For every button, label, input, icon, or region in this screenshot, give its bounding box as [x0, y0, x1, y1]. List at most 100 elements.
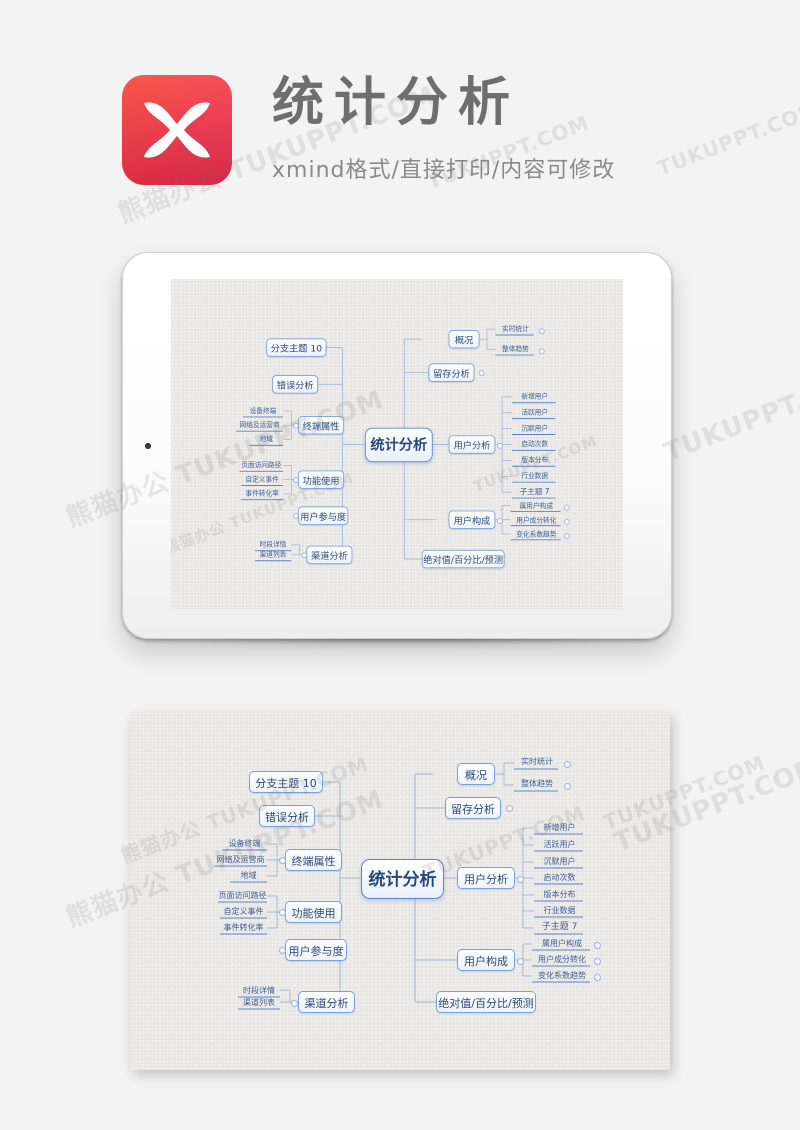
leaf-network-carrier[interactable]: 网络及运营商 [239, 421, 280, 429]
collapse-dot-icon[interactable] [497, 518, 503, 524]
leaf-variation-coefficient-trend[interactable]: 变化系数趋势 [538, 971, 586, 980]
leaf-custom-event[interactable]: 自定义事件 [223, 907, 264, 916]
leaf-overall-trend[interactable]: 整体趋势 [521, 779, 553, 788]
paper-sheet: 统计分析 概况 留存分析 用户分析 用户构成 绝对值/百分比/预测 实时统计 整… [117, 712, 769, 1070]
node-user-composition[interactable]: 用户构成 [448, 510, 496, 529]
leaf-new-users[interactable]: 新增用户 [521, 392, 549, 401]
node-overview[interactable]: 概况 [448, 329, 480, 349]
leaf-industry-data[interactable]: 行业数据 [521, 472, 549, 480]
node-user-analysis[interactable]: 用户分析 [457, 867, 515, 889]
node-retention[interactable]: 留存分析 [445, 797, 501, 819]
node-user-composition[interactable]: 用户构成 [457, 949, 515, 971]
leaf-user-component-conversion[interactable]: 用户成分转化 [538, 955, 586, 964]
paper-mockup: 统计分析 概况 留存分析 用户分析 用户构成 绝对值/百分比/预测 实时统计 整… [117, 712, 769, 1082]
collapse-dot-icon[interactable] [279, 947, 286, 954]
collapse-dot-icon[interactable] [293, 422, 299, 429]
leaf-channel-list[interactable]: 渠道列表 [243, 998, 275, 1007]
node-error-analysis[interactable]: 错误分析 [272, 375, 319, 394]
leaf-version-distribution[interactable]: 版本分布 [543, 890, 576, 899]
node-user-engagement[interactable]: 用户参与度 [298, 506, 349, 525]
collapse-dot-icon[interactable] [564, 783, 571, 790]
leaf-subtopic-7[interactable]: 子主题 7 [541, 922, 578, 932]
collapse-dot-icon[interactable] [293, 513, 299, 519]
collapse-dot-icon[interactable] [517, 958, 524, 965]
leaf-variation-coefficient-trend[interactable]: 变化系数趋势 [516, 530, 557, 539]
node-user-analysis[interactable]: 用户分析 [448, 435, 496, 454]
leaf-device-terminal[interactable]: 设备终端 [228, 839, 261, 848]
mindmap-root-node[interactable]: 统计分析 [361, 859, 444, 899]
collapse-dot-icon[interactable] [301, 552, 308, 559]
leaf-silent-users[interactable]: 沉默用户 [521, 424, 549, 432]
leaf-event-conversion-rate[interactable]: 事件转化率 [245, 489, 279, 498]
collapse-dot-icon[interactable] [291, 1000, 298, 1007]
mindmap-paper: 统计分析 概况 留存分析 用户分析 用户构成 绝对值/百分比/预测 实时统计 整… [130, 712, 670, 1070]
leaf-new-users[interactable]: 新增用户 [543, 823, 576, 832]
tablet-screen: 统计分析 概况 留存分析 用户分析 用户构成 绝对值/百分比/预测 实时统计 整… [171, 279, 623, 609]
node-channel-analysis[interactable]: 渠道分析 [298, 991, 355, 1013]
collapse-dot-icon[interactable] [563, 533, 570, 539]
collapse-dot-icon[interactable] [497, 442, 503, 449]
collapse-dot-icon[interactable] [594, 942, 601, 949]
page-subtitle: xmind格式/直接打印/内容可修改 [272, 158, 616, 183]
leaf-page-visit-path[interactable]: 页面访问路径 [241, 461, 282, 469]
node-channel-analysis[interactable]: 渠道分析 [306, 545, 353, 565]
node-feature-usage[interactable]: 功能使用 [285, 901, 342, 923]
node-branch-topic-10[interactable]: 分支主题 10 [249, 771, 323, 793]
leaf-region[interactable]: 地域 [259, 435, 273, 443]
node-error-analysis[interactable]: 错误分析 [259, 805, 315, 827]
mindmap-connectors [214, 762, 590, 1010]
collapse-dot-icon[interactable] [563, 504, 570, 511]
mindmap-tablet: 统计分析 概况 留存分析 用户分析 用户构成 绝对值/百分比/预测 实时统计 整… [171, 279, 622, 609]
leaf-time-period-detail[interactable]: 时段详情 [259, 540, 287, 549]
leaf-launch-count[interactable]: 启动次数 [521, 440, 549, 448]
poster-header: 统计分析 xmind格式/直接打印/内容可修改 [0, 55, 800, 205]
node-absolute-percent-forecast[interactable]: 绝对值/百分比/预测 [436, 991, 536, 1013]
node-absolute-percent-forecast[interactable]: 绝对值/百分比/预测 [421, 549, 505, 569]
leaf-page-visit-path[interactable]: 页面访问路径 [218, 891, 267, 900]
collapse-dot-icon[interactable] [563, 518, 570, 525]
collapse-dot-icon[interactable] [279, 857, 286, 864]
leaf-channel-list[interactable]: 渠道列表 [259, 550, 287, 559]
node-retention[interactable]: 留存分析 [428, 363, 475, 382]
leaf-belonging-user-composition[interactable]: 属用户构成 [519, 502, 554, 510]
node-feature-usage[interactable]: 功能使用 [298, 470, 345, 489]
leaf-overall-trend[interactable]: 整体趋势 [502, 345, 529, 353]
leaf-active-users[interactable]: 活跃用户 [521, 408, 549, 417]
leaf-device-terminal[interactable]: 设备终端 [249, 406, 277, 415]
leaf-custom-event[interactable]: 自定义事件 [245, 475, 279, 483]
leaf-user-component-conversion[interactable]: 用户成分转化 [516, 516, 557, 524]
leaf-event-conversion-rate[interactable]: 事件转化率 [223, 923, 264, 932]
collapse-dot-icon[interactable] [538, 328, 545, 335]
collapse-dot-icon[interactable] [594, 974, 601, 981]
node-overview[interactable]: 概况 [457, 763, 495, 785]
collapse-dot-icon[interactable] [517, 876, 524, 883]
leaf-time-period-detail[interactable]: 时段详情 [243, 986, 275, 995]
leaf-subtopic-7[interactable]: 子主题 7 [519, 488, 550, 497]
collapse-dot-icon[interactable] [594, 958, 601, 965]
collapse-dot-icon[interactable] [564, 761, 571, 768]
node-branch-topic-10[interactable]: 分支主题 10 [266, 338, 327, 357]
leaf-launch-count[interactable]: 启动次数 [543, 873, 576, 882]
collapse-dot-icon[interactable] [293, 477, 299, 483]
node-terminal-attributes[interactable]: 终端属性 [285, 849, 342, 871]
mindmap-root-node[interactable]: 统计分析 [364, 427, 433, 463]
leaf-region[interactable]: 地域 [240, 871, 257, 880]
node-user-engagement[interactable]: 用户参与度 [285, 939, 347, 961]
xmind-logo [122, 75, 232, 185]
leaf-network-carrier[interactable]: 网络及运营商 [216, 855, 265, 864]
leaf-industry-data[interactable]: 行业数据 [543, 906, 576, 915]
leaf-silent-users[interactable]: 沉默用户 [543, 857, 576, 866]
page-title: 统计分析 [272, 73, 521, 133]
node-terminal-attributes[interactable]: 终端属性 [298, 416, 345, 435]
leaf-active-users[interactable]: 活跃用户 [543, 840, 576, 849]
xmind-glyph-icon [144, 102, 210, 158]
leaf-belonging-user-composition[interactable]: 属用户构成 [542, 939, 582, 948]
collapse-dot-icon[interactable] [506, 805, 513, 812]
leaf-version-distribution[interactable]: 版本分布 [521, 456, 549, 464]
collapse-dot-icon[interactable] [538, 348, 545, 355]
collapse-dot-icon[interactable] [478, 370, 485, 376]
leaf-realtime-stats[interactable]: 实时统计 [502, 324, 529, 333]
collapse-dot-icon[interactable] [279, 909, 286, 916]
leaf-realtime-stats[interactable]: 实时统计 [521, 757, 553, 766]
